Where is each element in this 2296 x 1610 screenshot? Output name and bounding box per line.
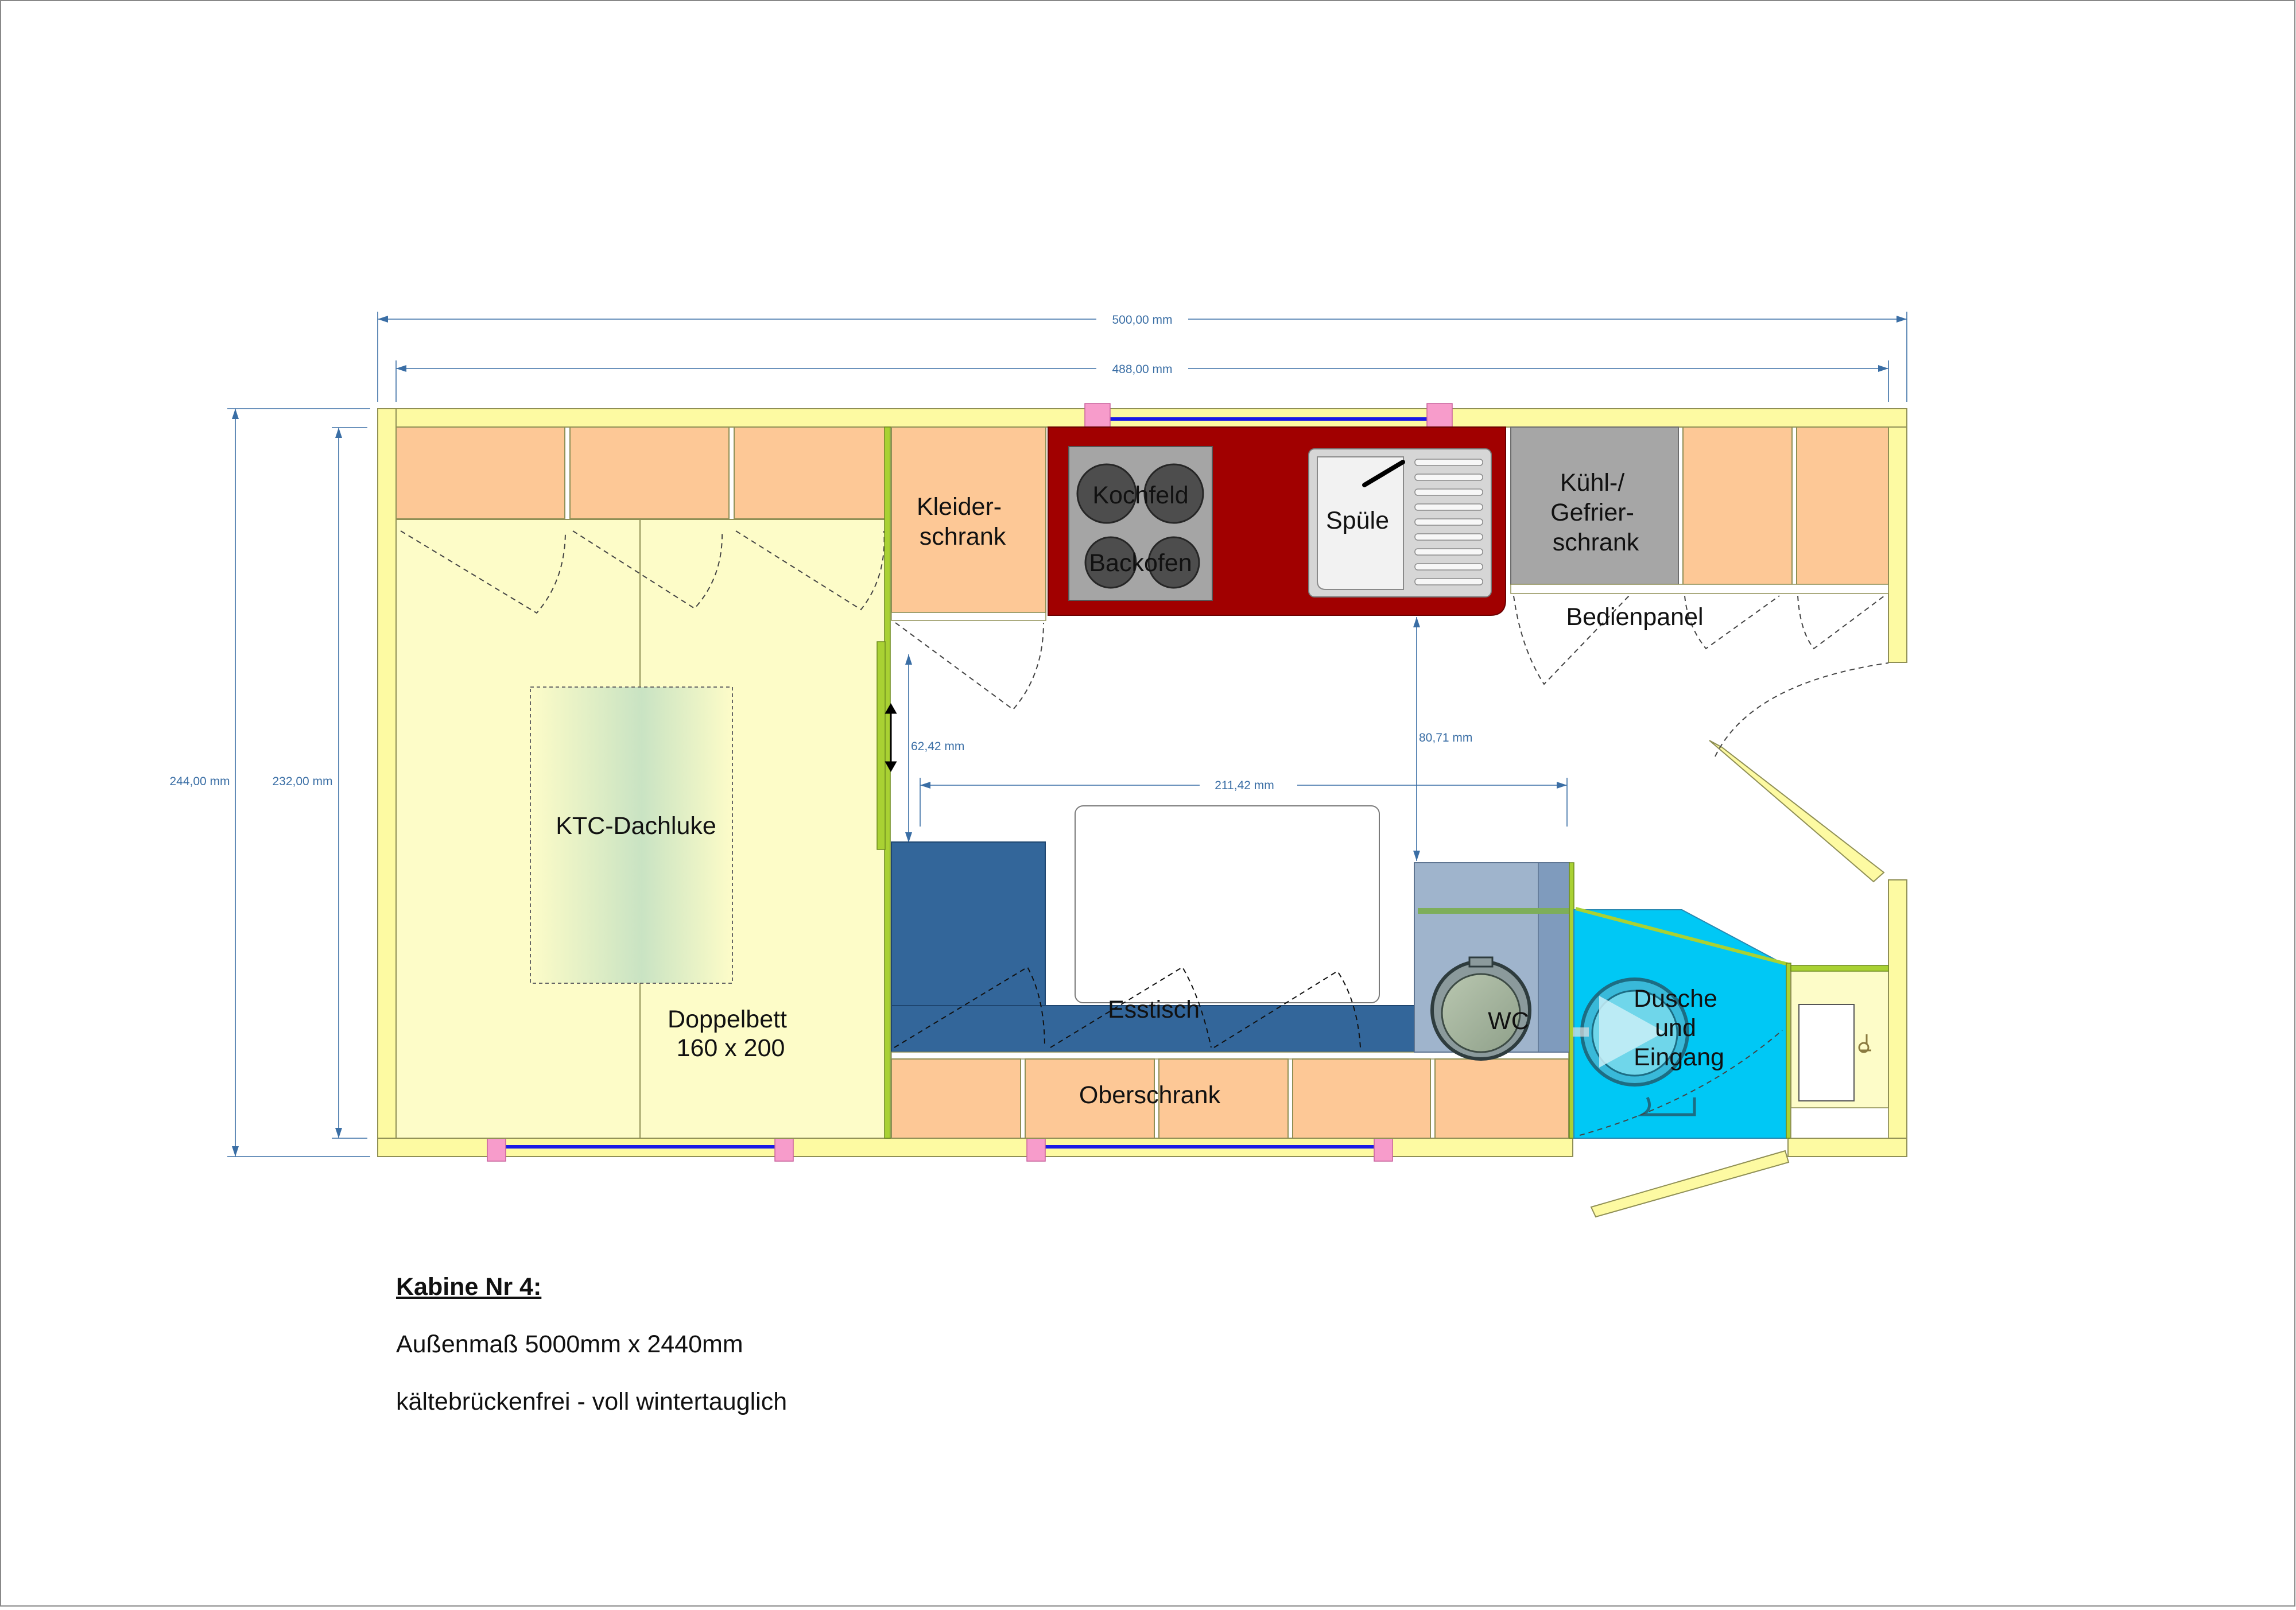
bed-label-line2: 160 x 200 [677, 1034, 785, 1062]
overhead-cabinet-bed [734, 426, 886, 519]
roof-hatch-label: KTC-Dachluke [556, 812, 716, 840]
washbasin-divider [1790, 965, 1889, 972]
overhead-cabinet-bed [395, 426, 565, 519]
shower-area [1573, 907, 1889, 1139]
faucet-icon [1362, 460, 1405, 487]
wardrobe-plinth [891, 612, 1046, 621]
shower-label-line1: Dusche [1634, 985, 1717, 1012]
dining-length-label: 211,42 mm [1215, 779, 1274, 792]
entry-door-swing [1715, 662, 1889, 757]
shower-partition-diag [1575, 907, 1789, 966]
burner [1143, 463, 1204, 524]
wc-partition [1569, 862, 1574, 1139]
bed-label-line1: Doppelbett [668, 1006, 787, 1033]
inner-width-label: 232,00 mm [272, 775, 332, 788]
overhead-cabinet-right [1796, 426, 1889, 585]
fridge-label: Kühl-/ Gefrier- schrank [1550, 469, 1641, 556]
fridge-label-line3: schrank [1553, 529, 1639, 556]
washbasin-shelf [1790, 1107, 1889, 1139]
wardrobe-label-line1: Kleider- [917, 493, 1002, 521]
kitchen-row [891, 426, 1889, 757]
wc-cabinet-edge [1538, 862, 1570, 1053]
wardrobe [891, 426, 1046, 613]
cabinet-door-swings-right [1513, 595, 1885, 685]
aisle-width-label: 80,71 mm [1419, 731, 1472, 744]
burner [1076, 463, 1137, 524]
dimension-labels: 500,00 mm 488,00 mm 244,00 mm 232,00 mm … [169, 312, 1472, 793]
wall-bottom-right [1787, 1138, 1907, 1157]
fridge-label-line1: Kühl-/ [1560, 469, 1624, 496]
shower-label-line3: Eingang [1634, 1043, 1724, 1071]
overhead-cabinet-bed [569, 426, 730, 519]
fridge-label-line2: Gefrier- [1550, 499, 1634, 526]
dining-table-label: Esstisch [1108, 996, 1200, 1023]
overhead-cabinet-label: Oberschrank [1079, 1081, 1221, 1109]
bed-area [395, 426, 897, 1139]
wc-area [1414, 862, 1574, 1139]
passage-partition [876, 641, 886, 850]
wc-lid-hinge [1468, 956, 1494, 968]
washbasin-tap-icon [1858, 1034, 1871, 1053]
wardrobe-label: Kleider- schrank [917, 493, 1009, 550]
roof-hatch [530, 686, 733, 984]
dimension-arrowheads [232, 316, 1907, 1157]
cabin-outer-size: Außenmaß 5000mm x 2440mm [396, 1330, 743, 1358]
burner [1147, 536, 1200, 589]
shower-label-line2: und [1655, 1014, 1696, 1042]
hob-label: Kochfeld [1092, 482, 1188, 509]
control-panel-label: Bedienpanel [1566, 603, 1703, 631]
shower-hose-icon [1637, 1096, 1696, 1116]
outer-width-label: 244,00 mm [169, 775, 230, 788]
wardrobe-door-swing [895, 622, 1044, 711]
sink-label: Spüle [1326, 507, 1389, 534]
wc-shelf [1418, 908, 1569, 914]
wc-label: WC [1488, 1007, 1529, 1035]
shower-handle [1573, 1027, 1589, 1037]
shower-partition [1786, 963, 1791, 1139]
overhead-cabinet [1292, 1058, 1431, 1139]
wall-right-lower [1888, 879, 1907, 1139]
fridge [1510, 426, 1679, 585]
control-panel-strip [1510, 584, 1889, 594]
wall-left [377, 408, 397, 1157]
outer-length-label: 500,00 mm [1112, 313, 1172, 327]
wc-bowl [1441, 973, 1521, 1053]
passage-width-label: 62,42 mm [911, 740, 964, 753]
bench-lid-swings [894, 966, 1361, 1048]
washbasin [1798, 1004, 1855, 1101]
overhead-cabinet-right [1682, 426, 1793, 585]
oven-label: Backofen [1089, 549, 1192, 577]
shower-label: Dusche und Eingang [1634, 985, 1724, 1071]
overhead-cabinet [891, 1058, 1021, 1139]
sink-basin [1317, 456, 1404, 590]
dimension-lines [227, 312, 1907, 1157]
outer-walls [377, 408, 1907, 1218]
room-labels: Kleider- schrank Kochfeld Backofen Spüle… [556, 469, 1724, 1109]
passage-arrow [885, 703, 897, 773]
wall-right-upper [1888, 426, 1907, 663]
cabinet-door-swings [400, 530, 885, 614]
sink-drainboard [1414, 459, 1483, 585]
wardrobe-label-line2: schrank [920, 523, 1006, 550]
entry-door-panel [1590, 1150, 1790, 1218]
overhead-cabinet [1434, 1058, 1569, 1139]
dining-table [1075, 805, 1380, 1003]
bed-label: Doppelbett 160 x 200 [668, 1006, 794, 1062]
entry-arrow-icon [1599, 996, 1665, 1068]
overhead-cabinet [1025, 1058, 1155, 1139]
overhead-cabinet [1158, 1058, 1289, 1139]
dining-bench-bottom [891, 1005, 1415, 1053]
cabin-insulation-note: kältebrückenfrei - voll wintertauglich [396, 1388, 788, 1415]
burner [1084, 536, 1137, 589]
dining-area [891, 805, 1569, 1139]
inner-length-label: 488,00 mm [1112, 363, 1172, 376]
side-door-panel [1709, 740, 1885, 883]
cabin-title: Kabine Nr 4: [396, 1273, 542, 1301]
